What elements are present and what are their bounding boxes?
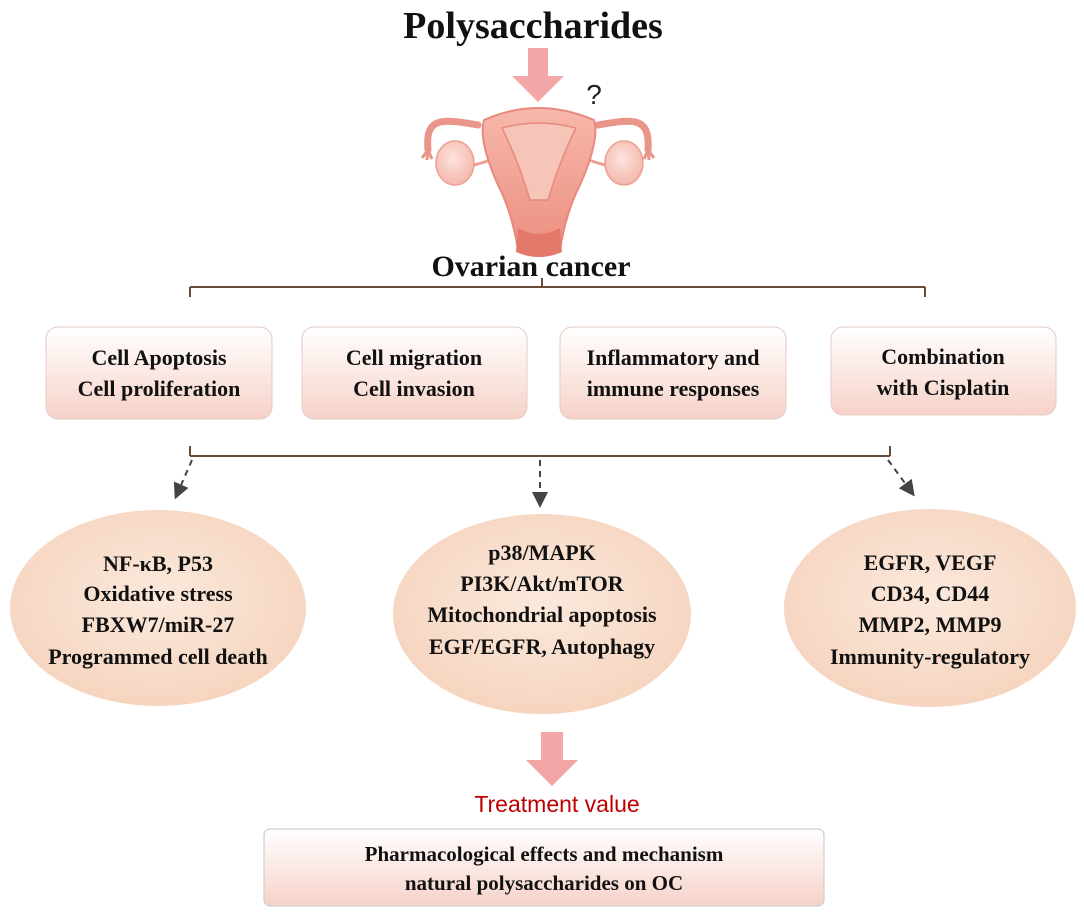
mechanism-text: FBXW7/miR-27 [82,612,235,637]
summary-box: Pharmacological effects and mechanism na… [263,828,825,907]
category-box-text: Combination [881,344,1004,369]
mechanism-text: PI3K/Akt/mTOR [460,571,625,596]
mechanism-text: p38/MAPK [488,540,596,565]
arrow-down-icon [526,732,578,786]
category-box-text: Cell invasion [353,376,475,401]
treatment-value-label: Treatment value [474,791,639,817]
category-box-text: Cell proliferation [78,376,241,401]
summary-text: Pharmacological effects and mechanism [365,842,724,866]
mechanism-text: Programmed cell death [48,644,268,669]
category-box-text: Cell Apoptosis [91,345,227,370]
bottom-bracket [189,446,891,457]
question-mark: ? [586,79,602,110]
arrow-down-icon [512,48,564,102]
dashed-arrow-icon [173,459,915,508]
mechanism-text: CD34, CD44 [871,581,990,606]
mechanism-text: Oxidative stress [83,581,233,606]
mechanism-text: EGF/EGFR, Autophagy [429,634,655,659]
top-bracket [189,278,926,297]
category-box-text: Cell migration [346,345,482,370]
category-box-text: with Cisplatin [877,375,1010,400]
category-box-apoptosis: Cell Apoptosis Cell proliferation [45,326,273,420]
uterus-icon [420,107,656,257]
category-box-text: immune responses [587,376,760,401]
mechanism-text: Mitochondrial apoptosis [427,602,657,627]
category-box-text: Inflammatory and [587,345,760,370]
mechanism-text: MMP2, MMP9 [859,612,1002,637]
mechanism-ellipse-center: p38/MAPK PI3K/Akt/mTOR Mitochondrial apo… [393,514,691,714]
organ-label: Ovarian cancer [431,250,630,283]
mechanism-text: NF-κB, P53 [103,551,213,576]
category-box-migration: Cell migration Cell invasion [301,326,528,420]
diagram-title: Polysaccharides [403,5,663,47]
category-box-inflammatory: Inflammatory and immune responses [559,326,787,420]
mechanism-ellipse-left: NF-κB, P53 Oxidative stress FBXW7/miR-27… [10,510,306,706]
mechanism-text: Immunity-regulatory [830,644,1030,669]
category-box-cisplatin: Combination with Cisplatin [830,326,1057,416]
summary-text: natural polysaccharides on OC [405,871,683,895]
mechanism-ellipse-right: EGFR, VEGF CD34, CD44 MMP2, MMP9 Immunit… [784,509,1076,707]
mechanism-text: EGFR, VEGF [864,550,997,575]
